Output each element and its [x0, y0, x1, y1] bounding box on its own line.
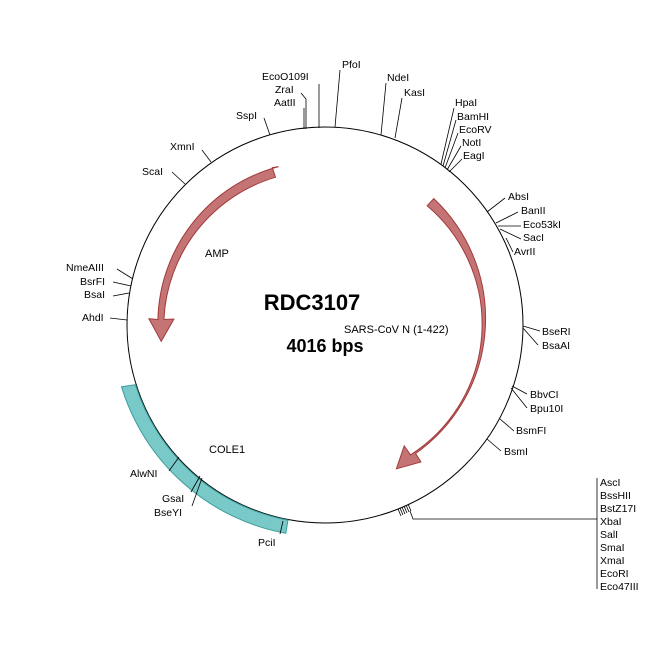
site-label-smai[interactable]: SmaI	[600, 542, 625, 554]
site-label-ecorv[interactable]: EcoRV	[459, 124, 492, 136]
site-label-hpai[interactable]: HpaI	[455, 97, 477, 109]
site-leader-scai	[171, 171, 186, 185]
site-label-bsaai[interactable]: BsaAI	[542, 340, 570, 352]
site-label-xmni[interactable]: XmnI	[170, 141, 195, 153]
site-label-eagi[interactable]: EagI	[463, 150, 485, 162]
site-leader-bsrfi	[112, 281, 132, 287]
site-leader-bsaai	[522, 327, 539, 346]
site-label-eco53ki[interactable]: Eco53kI	[523, 219, 561, 231]
site-label-avrii[interactable]: AvrII	[514, 246, 535, 258]
site-leader-avrii	[505, 237, 514, 253]
site-leader-pcii	[279, 520, 284, 535]
site-leader-banii	[495, 211, 519, 224]
site-group-upper-right: HpaI BamHI EcoRV NotI EagI	[440, 97, 492, 173]
site-label-bsmi[interactable]: BsmI	[504, 446, 528, 458]
site-leader-pfoi	[334, 69, 341, 128]
site-leader-bseyi	[191, 477, 203, 507]
site-label-nmeaiii[interactable]: NmeAIII	[66, 262, 104, 274]
site-group-mcs: AscI BssHII BstZ17I XbaI SalI SmaI XmaI …	[397, 477, 639, 593]
mcs-leader	[409, 510, 597, 520]
plasmid-name: RDC3107	[264, 290, 361, 315]
site-leader-sspi	[263, 117, 271, 136]
site-leader-gsai	[190, 475, 201, 493]
site-label-bpu10i[interactable]: Bpu10I	[530, 403, 563, 415]
site-leader-ecorv	[444, 132, 459, 169]
site-label-bseri[interactable]: BseRI	[542, 326, 571, 338]
site-label-scai[interactable]: ScaI	[142, 166, 163, 178]
feature-label-sars: SARS-CoV N (1-422)	[344, 324, 449, 336]
site-label-zrai[interactable]: ZraI	[275, 84, 294, 96]
site-group-upper-left: XmnI ScaI	[142, 141, 212, 185]
site-label-xmai[interactable]: XmaI	[600, 555, 625, 567]
site-label-absi[interactable]: AbsI	[508, 191, 529, 203]
site-leader-bsmi	[486, 438, 502, 452]
site-label-asci[interactable]: AscI	[600, 477, 620, 489]
site-label-bseyi[interactable]: BseYI	[154, 507, 182, 519]
site-label-sali[interactable]: SalI	[600, 529, 618, 541]
site-label-gsai[interactable]: GsaI	[162, 493, 184, 505]
site-leader-eagi	[448, 158, 463, 173]
site-leader-noti	[446, 145, 462, 171]
site-leader-zrai	[300, 92, 307, 129]
mcs-ticks	[397, 503, 412, 517]
site-group-right-upper: AbsI BanII Eco53kI SacI AvrII	[486, 191, 561, 258]
site-label-kasi[interactable]: KasI	[404, 87, 425, 99]
site-leader-saci	[499, 228, 522, 240]
site-label-xbai[interactable]: XbaI	[600, 516, 622, 528]
feature-sars-arrow[interactable]	[395, 197, 487, 470]
site-label-pcii[interactable]: PciI	[258, 537, 276, 549]
site-label-ecoo109i[interactable]: EcoO109I	[262, 71, 309, 83]
plasmid-backbone	[126, 126, 524, 524]
site-group-right-lower: BseRI BsaAI BbvCI Bpu10I BsmFI BsmI	[486, 325, 571, 458]
site-group-left: NmeAIII BsrFI BsaI AhdI	[66, 262, 134, 324]
site-leader-bpu10i	[510, 387, 528, 409]
site-leader-ahdi	[109, 317, 128, 321]
site-leader-bseri	[522, 325, 541, 332]
site-label-bbvci[interactable]: BbvCI	[530, 389, 559, 401]
site-group-top: EcoO109I ZraI AatII PfoI NdeI KasI SspI	[236, 59, 425, 139]
site-label-bstz17i[interactable]: BstZ17I	[600, 503, 636, 515]
site-label-bsshii[interactable]: BssHII	[600, 490, 631, 502]
site-leader-absi	[486, 197, 506, 213]
site-label-noti[interactable]: NotI	[462, 137, 481, 149]
site-group-lower-left: AlwNI GsaI BseYI PciI	[130, 456, 284, 549]
site-label-bsrfi[interactable]: BsrFI	[80, 276, 105, 288]
site-label-alwni[interactable]: AlwNI	[130, 468, 157, 480]
site-label-bsai[interactable]: BsaI	[84, 289, 105, 301]
site-label-ndei[interactable]: NdeI	[387, 72, 409, 84]
site-label-ahdi[interactable]: AhdI	[82, 312, 104, 324]
site-leader-alwni	[168, 456, 180, 472]
site-label-sspi[interactable]: SspI	[236, 110, 257, 122]
site-leader-xmni	[201, 149, 212, 163]
site-label-eco47iii[interactable]: Eco47III	[600, 581, 639, 593]
site-leader-bbvci	[511, 385, 528, 395]
site-label-saci[interactable]: SacI	[523, 232, 544, 244]
site-leader-hpai	[440, 107, 455, 165]
site-label-pfoi[interactable]: PfoI	[342, 59, 361, 71]
site-leader-bamhi	[442, 119, 457, 167]
site-leader-ndei	[380, 82, 387, 136]
feature-label-amp: AMP	[205, 248, 229, 260]
plasmid-size: 4016 bps	[286, 336, 363, 356]
site-label-banii[interactable]: BanII	[521, 205, 546, 217]
site-leader-bsai	[112, 292, 130, 297]
site-label-bamhi[interactable]: BamHI	[457, 111, 489, 123]
site-leader-kasi	[394, 97, 403, 139]
feature-amp-arrow[interactable]	[148, 166, 279, 343]
site-label-ecori[interactable]: EcoRI	[600, 568, 629, 580]
feature-cole1-arc[interactable]	[120, 384, 289, 534]
site-label-bsmfi[interactable]: BsmFI	[516, 425, 546, 437]
site-leader-nmeaiii	[116, 268, 134, 280]
feature-label-cole1: COLE1	[209, 444, 245, 456]
site-leader-bsmfi	[499, 418, 515, 432]
site-label-aatii[interactable]: AatII	[274, 97, 296, 109]
